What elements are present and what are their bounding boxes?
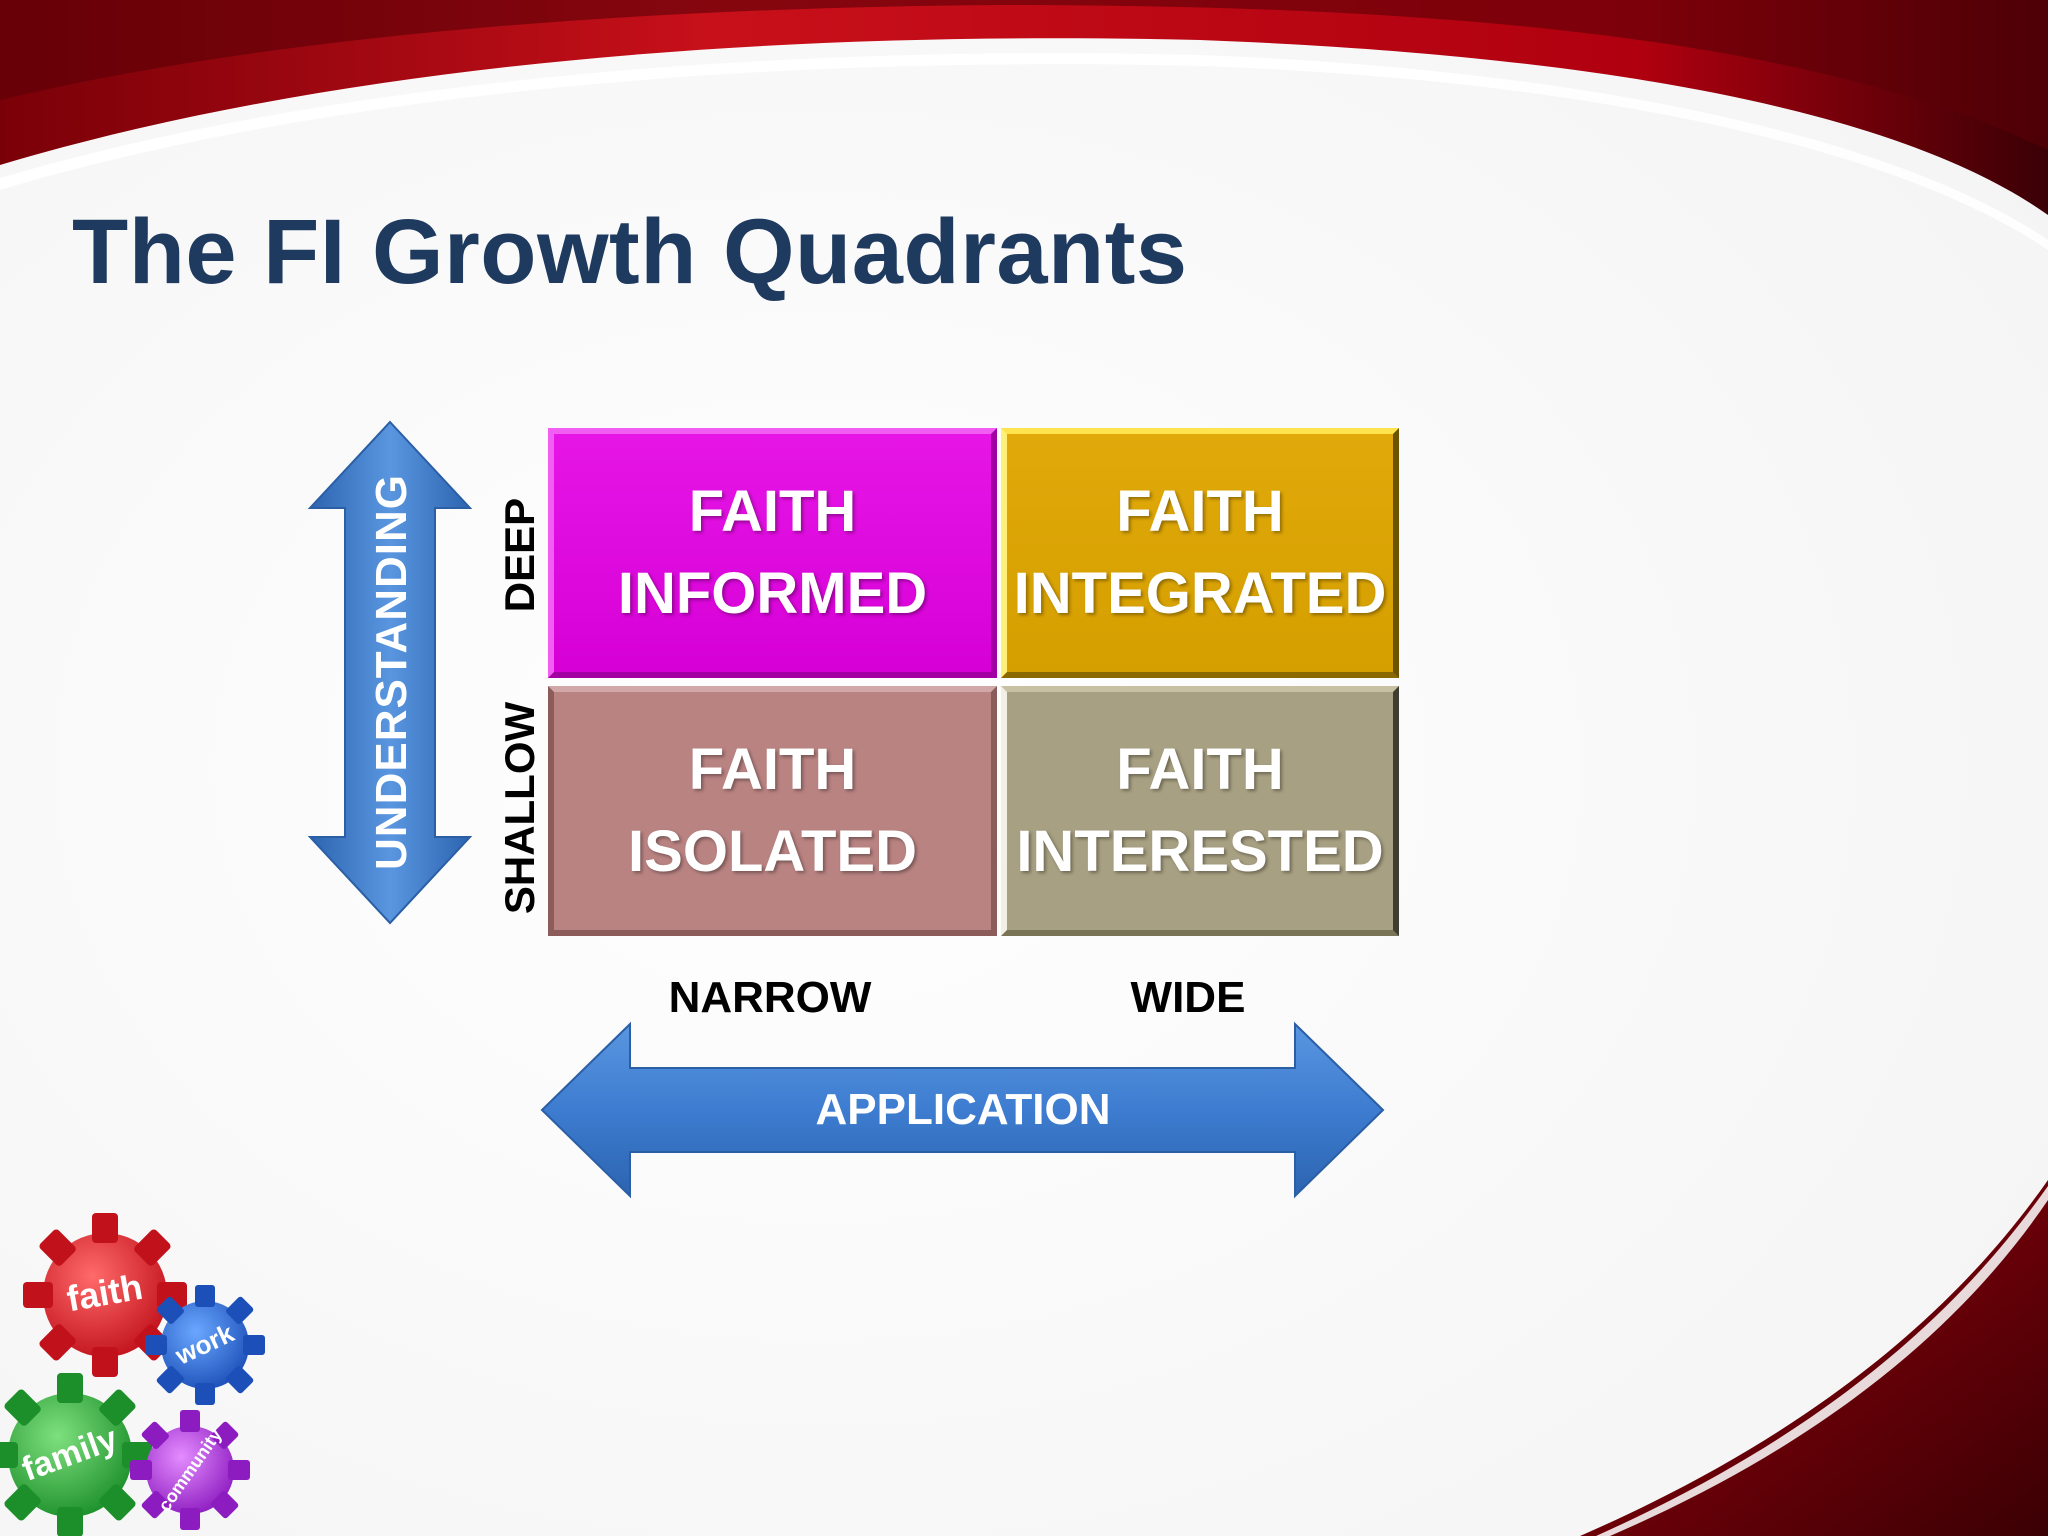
quadrant-isolated-line2: ISOLATED	[628, 819, 917, 884]
quadrant-isolated-line1: FAITH	[688, 737, 857, 802]
deep-label: DEEP	[496, 497, 543, 613]
wide-label: WIDE	[1130, 973, 1246, 1022]
understanding-label: UNDERSTANDING	[367, 474, 416, 870]
quadrant-interested-line1: FAITH	[1116, 737, 1284, 802]
community-gear-icon: community	[130, 1410, 250, 1530]
quadrant-faith-isolated: FAITH ISOLATED	[548, 686, 997, 936]
quadrant-informed-line1: FAITH	[688, 479, 857, 544]
application-label: APPLICATION	[815, 1085, 1111, 1134]
quadrant-integrated-line2: INTEGRATED	[1013, 561, 1387, 626]
work-gear-icon: work	[145, 1285, 265, 1405]
narrow-label: NARROW	[668, 973, 872, 1022]
understanding-arrow	[307, 420, 473, 925]
faith-gear-icon: faith	[23, 1213, 187, 1377]
quadrant-faith-interested: FAITH INTERESTED	[1001, 686, 1399, 936]
quadrant-informed-line2: INFORMED	[617, 561, 928, 626]
quadrant-interested-line2: INTERESTED	[1016, 819, 1384, 884]
quadrant-integrated-line1: FAITH	[1116, 479, 1284, 544]
shallow-label: SHALLOW	[496, 701, 543, 915]
quadrant-faith-informed: FAITH INFORMED	[548, 428, 997, 678]
family-gear-icon: family	[0, 1373, 152, 1536]
slide-title: The FI Growth Quadrants	[72, 201, 1188, 303]
faith-work-family-community-gears-logo: faith work family	[0, 1213, 265, 1536]
quadrant-faith-integrated: FAITH INTEGRATED	[1001, 428, 1399, 678]
application-arrow	[540, 1021, 1385, 1199]
